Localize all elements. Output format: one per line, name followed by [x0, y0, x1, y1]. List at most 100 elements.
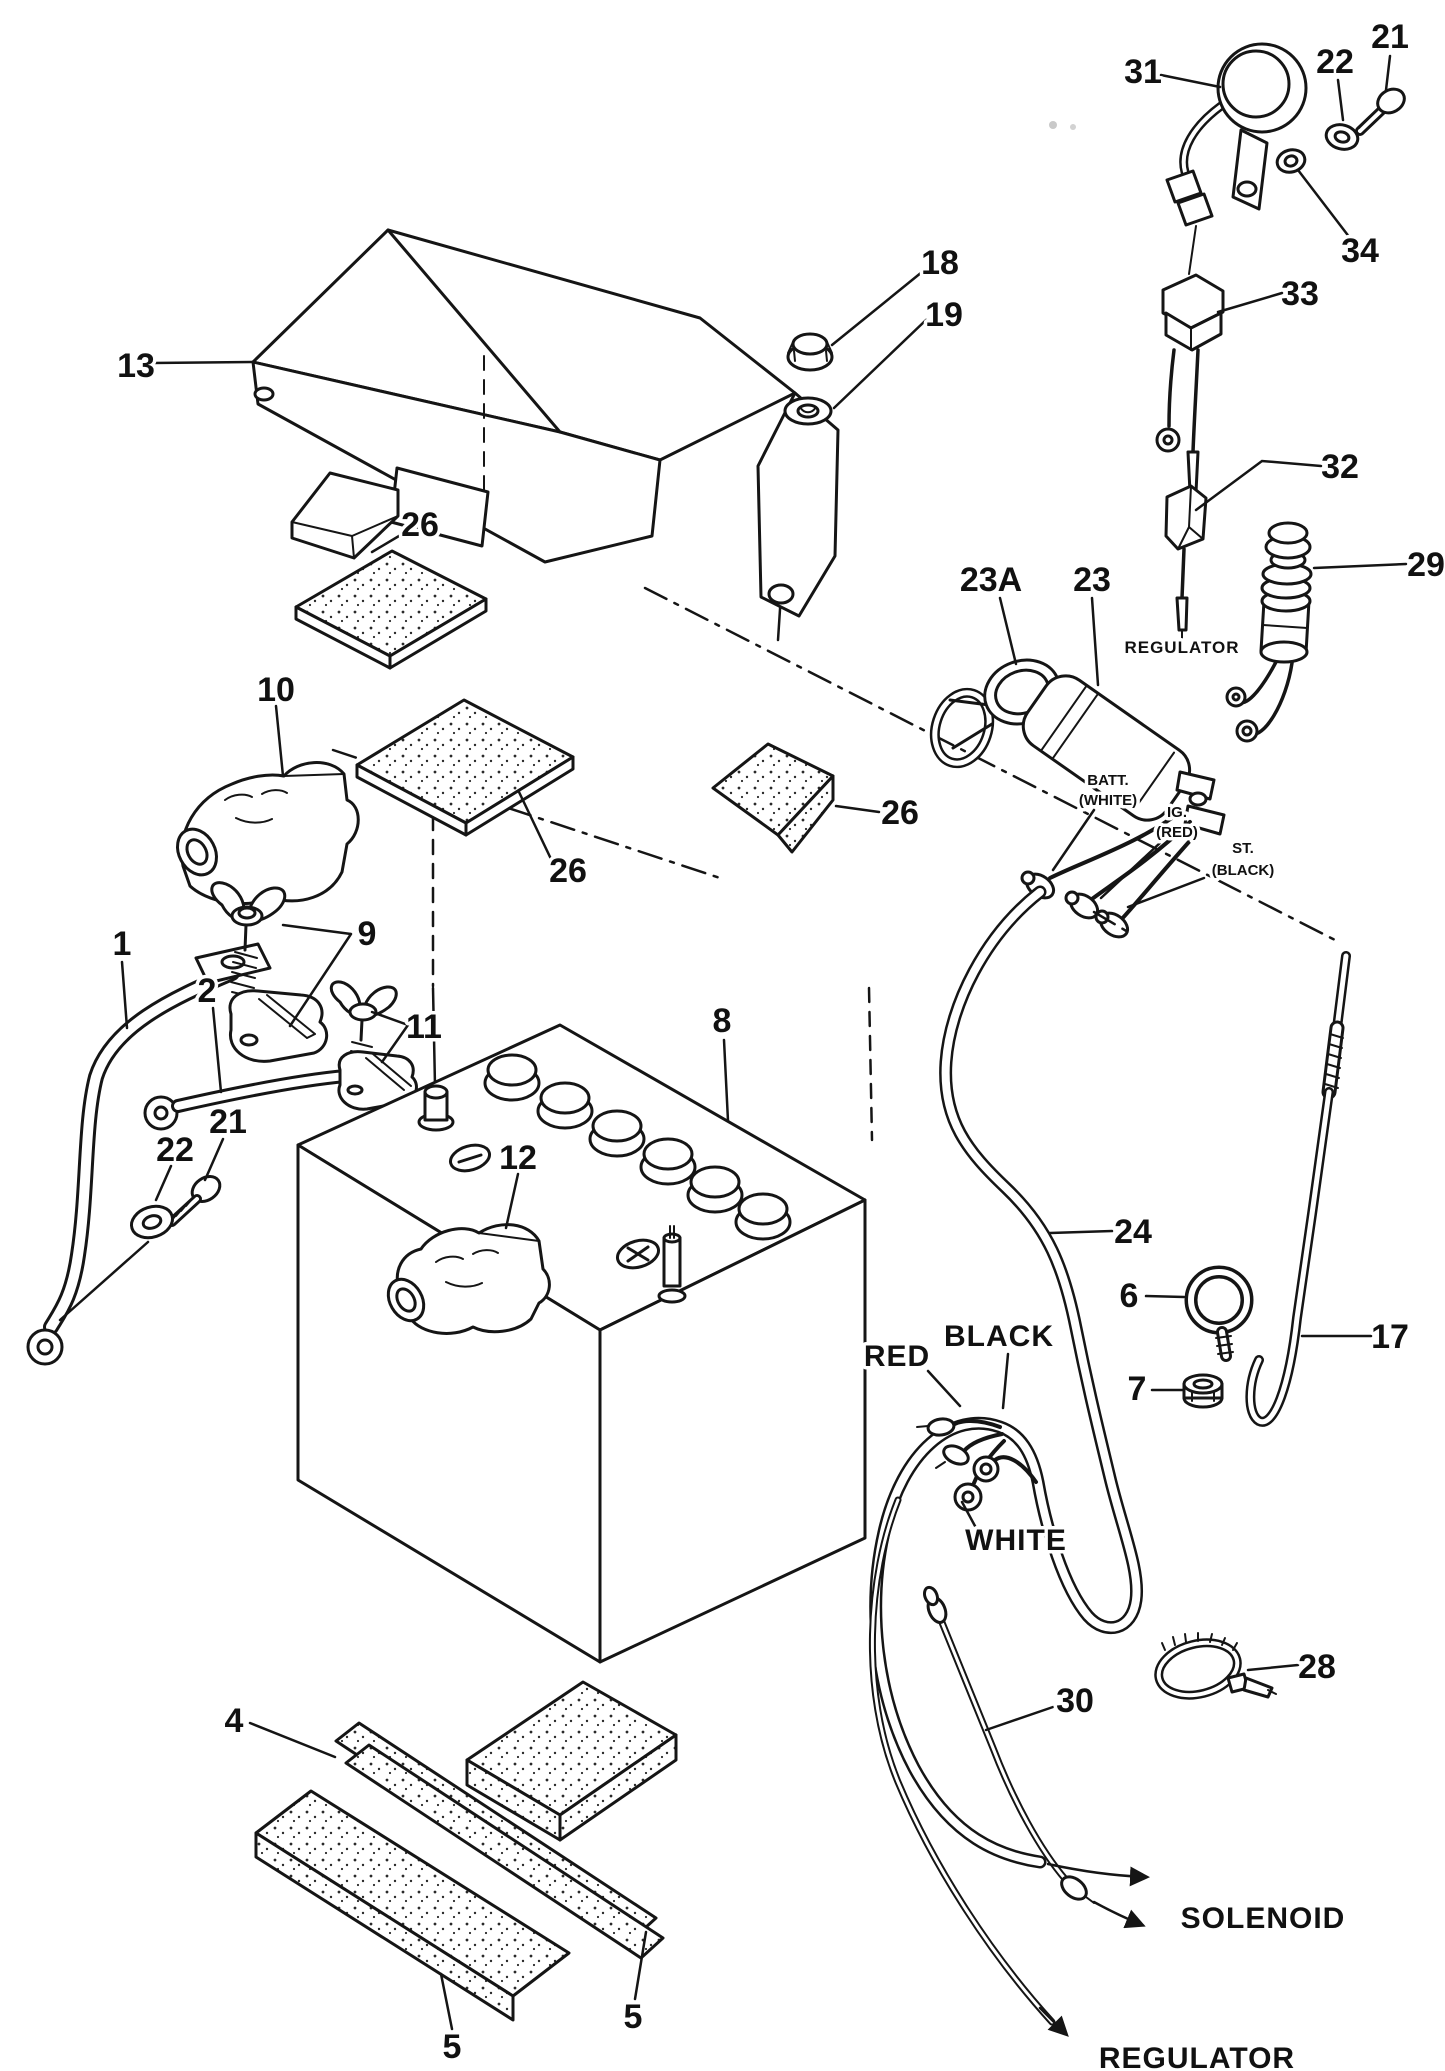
callout-11: 11 — [370, 1005, 445, 1064]
callout-34: 34 — [1296, 168, 1382, 274]
svg-text:BATT.: BATT. — [1087, 772, 1128, 789]
svg-text:RED: RED — [864, 1340, 930, 1373]
terminal-clamp-11 — [329, 980, 418, 1111]
white-wire-label: WHITE — [960, 1500, 1069, 1561]
svg-text:34: 34 — [1341, 232, 1379, 270]
switch-body — [1021, 674, 1192, 822]
cover-mount-tab — [756, 391, 840, 618]
switch-terminal — [1183, 804, 1226, 836]
callout-23A: 23A — [956, 558, 1026, 666]
svg-text:18: 18 — [921, 244, 959, 282]
black-wire-label: BLACK — [941, 1317, 1057, 1410]
callout-5a: 5 — [620, 1930, 648, 2040]
callout-31: 31 — [1121, 50, 1222, 95]
svg-text:BLACK: BLACK — [944, 1320, 1054, 1353]
ignition-switch-23 — [929, 658, 1226, 939]
callout-33: 33 — [1216, 272, 1322, 317]
callout-26b: 26 — [517, 790, 590, 894]
battery-post-negative — [417, 1084, 455, 1132]
svg-text:17: 17 — [1371, 1318, 1409, 1356]
svg-text:30: 30 — [1056, 1682, 1094, 1720]
callout-1: 1 — [109, 922, 135, 1030]
solenoid-destination-label: SOLENOID — [1181, 1902, 1346, 1935]
callout-28: 28 — [1246, 1645, 1339, 1690]
callout-8: 8 — [709, 999, 735, 1123]
callout-22-lower: 22 — [153, 1128, 197, 1202]
nut-7 — [1182, 1373, 1224, 1409]
cable-tie-28 — [1154, 1632, 1277, 1700]
callout-26c: 26 — [834, 791, 922, 836]
svg-text:22: 22 — [1316, 43, 1354, 81]
svg-text:23: 23 — [1073, 561, 1111, 599]
svg-text:10: 10 — [257, 671, 295, 709]
terminal-cover-12 — [386, 1223, 551, 1335]
foam-pads-26 — [294, 549, 835, 854]
svg-text:33: 33 — [1281, 275, 1319, 313]
washer-22-top — [1324, 123, 1360, 151]
callout-24: 24 — [1048, 1210, 1155, 1255]
svg-text:12: 12 — [499, 1139, 537, 1177]
callout-26a: 26 — [370, 503, 442, 554]
battery-cable-negative — [143, 1069, 353, 1131]
terminal-cover-10 — [176, 761, 360, 906]
bottom-foam-pads — [254, 1680, 678, 2022]
connector-pin — [1165, 169, 1203, 204]
bolt-21-top — [1355, 87, 1406, 136]
print-speck — [1070, 124, 1076, 130]
svg-text:1: 1 — [113, 925, 132, 963]
callout-4: 4 — [221, 1699, 337, 1759]
callout-5b: 5 — [439, 1972, 465, 2070]
callout-21-top: 21 — [1368, 15, 1412, 92]
cable-30 — [922, 1585, 1095, 1904]
fuse-holder-32 — [1164, 484, 1208, 641]
svg-text:28: 28 — [1298, 1648, 1336, 1686]
svg-text:2: 2 — [198, 972, 217, 1010]
svg-text:26: 26 — [549, 852, 587, 890]
svg-text:22: 22 — [156, 1131, 194, 1169]
svg-text:WHITE: WHITE — [965, 1524, 1067, 1557]
svg-text:13: 13 — [117, 347, 155, 385]
callout-21-lower: 21 — [203, 1100, 250, 1182]
svg-text:29: 29 — [1407, 546, 1445, 584]
callout-13: 13 — [114, 344, 254, 389]
eye-bolt-6 — [1184, 1265, 1254, 1362]
svg-text:26: 26 — [401, 506, 439, 544]
flow-arrows — [1046, 1862, 1150, 1929]
callout-6: 6 — [1116, 1274, 1186, 1319]
svg-text:9: 9 — [358, 915, 377, 953]
callout-18: 18 — [830, 241, 962, 347]
ig-wire-label: IG. (RED) — [1099, 801, 1201, 900]
callout-9: 9 — [281, 912, 380, 1028]
regulator-top-label: REGULATOR — [1124, 638, 1239, 657]
callout-12: 12 — [496, 1136, 540, 1230]
callout-30: 30 — [984, 1679, 1097, 1732]
svg-text:5: 5 — [443, 2028, 462, 2066]
bullet-connector — [1060, 1875, 1088, 1901]
callout-2: 2 — [194, 969, 223, 1094]
nut-18 — [786, 332, 834, 372]
svg-text:21: 21 — [1371, 18, 1409, 56]
callout-23: 23 — [1070, 558, 1114, 687]
batt-wire-label: BATT. (WHITE) — [1051, 769, 1141, 872]
callout-10: 10 — [254, 668, 298, 778]
svg-text:ST.: ST. — [1232, 840, 1254, 857]
svg-text:(RED): (RED) — [1156, 824, 1198, 841]
svg-text:26: 26 — [881, 794, 919, 832]
callout-29: 29 — [1312, 543, 1445, 588]
svg-text:24: 24 — [1114, 1213, 1152, 1251]
switch-terminal — [1175, 770, 1216, 801]
callout-32: 32 — [1194, 445, 1362, 512]
battery-cable-positive — [26, 965, 240, 1366]
grommet-34 — [1275, 148, 1307, 174]
red-wire-label: RED — [860, 1337, 962, 1408]
callout-19: 19 — [832, 293, 966, 410]
svg-text:(BLACK): (BLACK) — [1212, 862, 1274, 879]
svg-text:IG.: IG. — [1167, 804, 1187, 821]
svg-text:32: 32 — [1321, 448, 1359, 486]
regulator-lead — [868, 1496, 1069, 2037]
svg-text:6: 6 — [1120, 1277, 1139, 1315]
callouts: 13 18 19 26 26 26 10 9 1 21 22 2 11 12 8… — [109, 15, 1445, 2070]
bolt-21-lower — [167, 1175, 222, 1227]
svg-text:5: 5 — [624, 1998, 643, 2036]
